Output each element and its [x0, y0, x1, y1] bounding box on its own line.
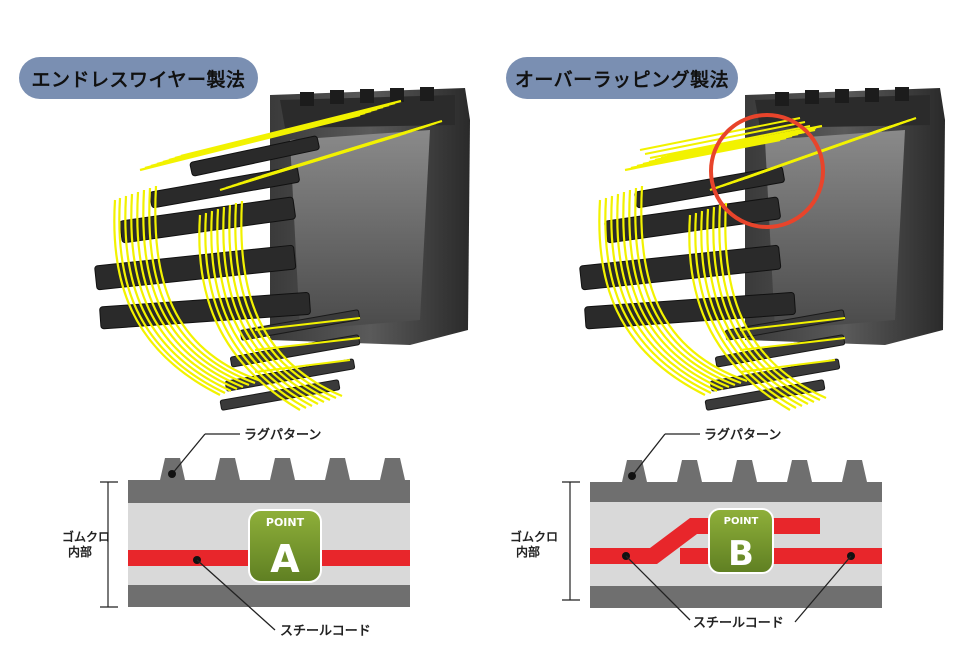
left-track-illustration — [94, 87, 470, 411]
right-labels: ラグパターン ゴムクロ 内部 スチールコード — [510, 427, 855, 631]
title-overlapping-text: オーバーラッピング製法 — [514, 68, 730, 91]
badge-a-top-text: POINT — [266, 516, 305, 529]
left-cord-label: スチールコード — [280, 624, 371, 639]
right-track-illustration — [579, 87, 945, 411]
badge-a-letter: A — [270, 537, 300, 581]
badge-b-letter: B — [728, 534, 754, 574]
overlap-highlight-circle — [709, 113, 825, 229]
badge-point-b: POINT B — [708, 508, 774, 574]
title-endless-wire: エンドレスワイヤー製法 — [19, 57, 258, 99]
right-steel-cord-right — [760, 548, 882, 564]
right-cord-label: スチールコード — [693, 616, 784, 631]
right-rubber-label-1: ゴムクロ — [510, 529, 558, 544]
title-overlapping: オーバーラッピング製法 — [506, 57, 738, 99]
left-rubber-label-1: ゴムクロ — [62, 529, 110, 544]
badge-b-top-text: POINT — [724, 516, 759, 527]
title-endless-wire-text: エンドレスワイヤー製法 — [31, 68, 246, 91]
right-rubber-label-2: 内部 — [516, 544, 540, 559]
badge-point-a: POINT A — [248, 509, 322, 583]
left-lug-label: ラグパターン — [244, 427, 321, 443]
right-steel-cord-overlap — [760, 518, 820, 534]
left-labels: ラグパターン ゴムクロ 内部 スチールコード — [62, 427, 371, 639]
left-rubber-label-2: 内部 — [68, 544, 92, 559]
right-lug-label: ラグパターン — [704, 427, 781, 443]
right-steel-cord-left — [590, 518, 720, 564]
